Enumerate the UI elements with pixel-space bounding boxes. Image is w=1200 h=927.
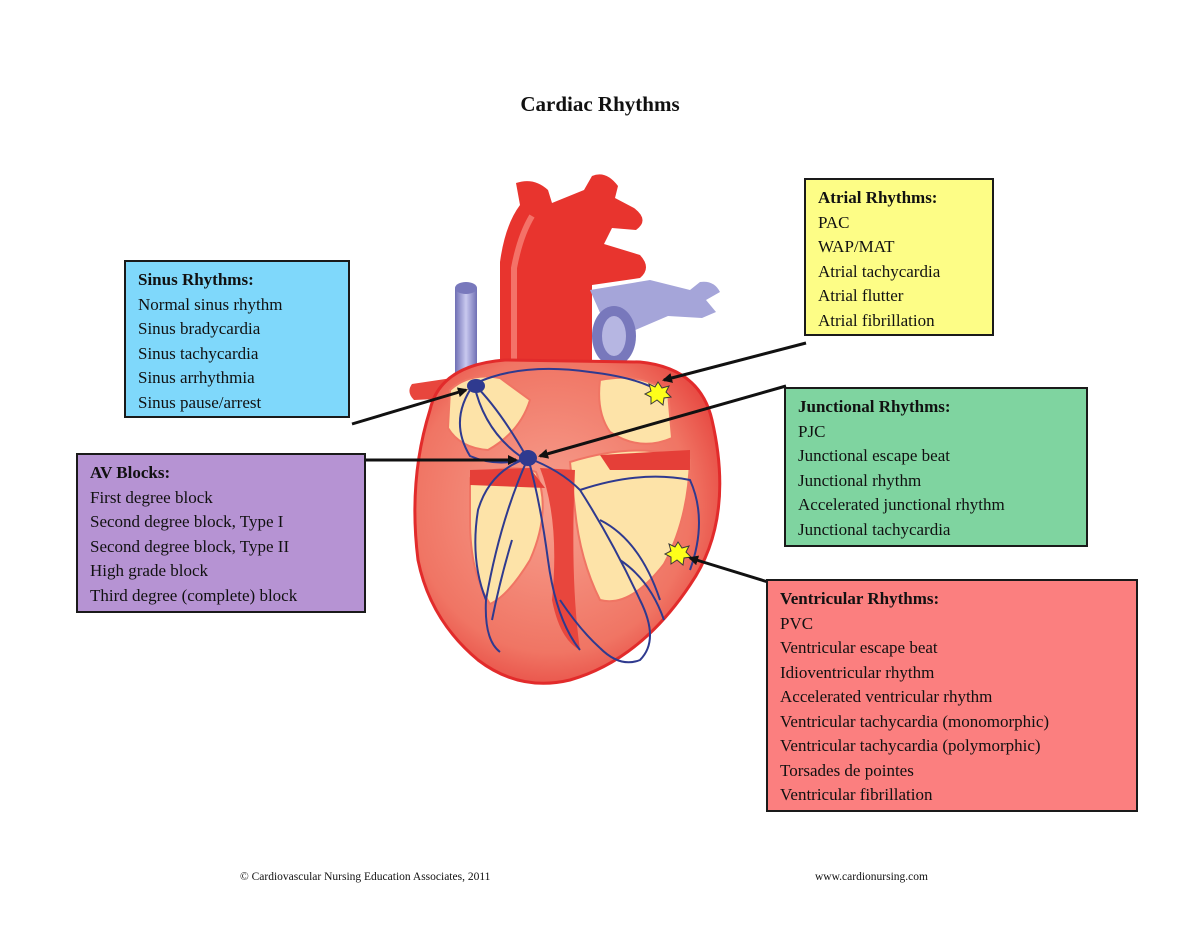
list-item: PAC — [818, 212, 850, 232]
list-item: Atrial flutter — [818, 286, 904, 305]
list-item: Third degree (complete) block — [90, 585, 298, 605]
list-item: Ventricular fibrillation — [780, 785, 933, 804]
list-item: Second degree block, Type II — [90, 536, 290, 556]
list-item: Junctional escape beat — [798, 446, 950, 465]
aorta-highlight — [511, 214, 535, 360]
list-item: Sinus arrhythmia — [138, 368, 255, 387]
atrial-rhythms-box: Atrial Rhythms: PAC WAP/MAT Atrial tachy… — [804, 178, 994, 336]
ventricular-rhythms-box: Ventricular Rhythms: PVC Ventricular esc… — [766, 579, 1138, 812]
list-item: Sinus bradycardia — [138, 319, 261, 338]
list-item: Ventricular escape beat — [780, 638, 938, 657]
conduction-pathways — [459, 367, 700, 664]
av-blocks-box: AV Blocks: First degree block Second deg… — [76, 453, 366, 613]
box-heading: AV Blocks: — [90, 463, 171, 482]
ventricular-focus-star — [663, 541, 693, 566]
vena-cava-top — [455, 282, 477, 294]
footer-copyright: © Cardiovascular Nursing Education Assoc… — [240, 871, 491, 883]
arrow-junctional — [538, 384, 787, 459]
atrial-focus-star — [643, 381, 673, 406]
list-item: PVC — [780, 613, 814, 633]
list-item: Idioventricular rhythm — [780, 662, 935, 682]
list-item: WAP/MAT — [818, 237, 895, 256]
box-heading: Junctional Rhythms: — [798, 397, 951, 416]
sinus-rhythms-box: Sinus Rhythms: Normal sinus rhythm Sinus… — [124, 260, 350, 418]
ventricle-left — [568, 449, 692, 603]
page-title: Cardiac Rhythms — [520, 92, 680, 116]
av-node — [519, 450, 537, 466]
list-item: Ventricular tachycardia (monomorphic) — [780, 711, 1050, 731]
list-item: Junctional rhythm — [798, 470, 922, 490]
list-item: Atrial fibrillation — [818, 310, 935, 330]
aorta — [500, 174, 646, 372]
sa-node — [467, 379, 485, 393]
list-item: Atrial tachycardia — [818, 261, 941, 281]
list-item: Sinus pause/arrest — [138, 392, 262, 412]
list-item: Sinus tachycardia — [138, 343, 259, 363]
list-item: High grade block — [90, 561, 209, 580]
list-item: Accelerated ventricular rhythm — [780, 687, 993, 706]
box-heading: Sinus Rhythms: — [138, 270, 254, 289]
arrow-atrial — [662, 341, 807, 383]
junctional-rhythms-box: Junctional Rhythms: PJC Junctional escap… — [784, 387, 1088, 547]
box-heading: Atrial Rhythms: — [818, 188, 938, 207]
box-heading: Ventricular Rhythms: — [780, 589, 940, 608]
pointer-arrows — [351, 341, 807, 584]
list-item: Second degree block, Type I — [90, 512, 284, 531]
list-item: Accelerated junctional rhythm — [798, 495, 1005, 514]
footer-url: www.cardionursing.com — [815, 871, 928, 883]
atrium-right — [446, 375, 532, 452]
septum — [540, 468, 580, 650]
list-item: Normal sinus rhythm — [138, 294, 283, 314]
list-item: Junctional tachycardia — [798, 519, 951, 539]
arrow-sinus — [351, 387, 468, 426]
arrow-ventricular — [688, 555, 769, 584]
list-item: Torsades de pointes — [780, 760, 914, 780]
list-item: Ventricular tachycardia (polymorphic) — [780, 736, 1041, 755]
list-item: PJC — [798, 421, 826, 441]
list-item: First degree block — [90, 487, 213, 507]
